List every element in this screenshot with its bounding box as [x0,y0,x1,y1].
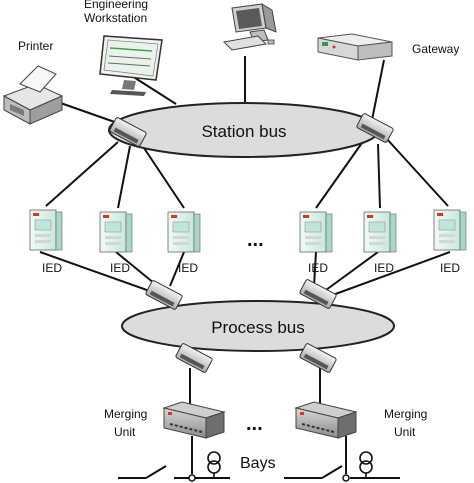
link-ied4-process-sw [313,251,317,287]
bay-node [342,474,350,482]
station-bus-label: Station bus [201,122,286,141]
network-switch-icon [299,343,337,373]
merging-unit-label-left-line2: Unit [114,425,136,439]
process-bus-label: Process bus [211,318,305,337]
merging-unit-label-right-line1: Merging [384,407,427,421]
bays-label: Bays [240,455,276,472]
station-bus: Station bus [108,102,380,158]
ied-label: IED [42,261,62,275]
circuit-breaker-icon [145,465,167,479]
ied-label: IED [440,261,460,275]
link-ied5-process-sw [325,251,379,291]
merging-unit-label-left-line1: Merging [104,407,147,421]
ied-relay-icon [99,211,133,253]
network-switch-icon [175,343,213,373]
connection-lines [39,56,451,474]
link-sw-left-ied1 [45,141,119,207]
workstation-icon [99,35,163,96]
circuit-breaker-icon [321,465,343,479]
ied-relay-icon [29,209,63,251]
link-sw-right-ied4 [315,139,365,209]
process-bus: Process bus [121,300,395,352]
ied-ellipsis: ... [247,229,264,251]
merging-unit-ellipsis: ... [246,413,263,435]
link-sw-left-ied2 [117,145,131,209]
printer-label: Printer [18,39,53,53]
link-ied1-process-sw [39,251,159,295]
network-switch-icon [299,279,337,309]
link-ied6-process-sw [329,251,451,297]
network-switch-icon [145,280,183,310]
engineering-workstation-label-line2: Workstation [84,11,147,25]
ied-label: IED [374,261,394,275]
link-sw-right-ied5 [377,143,381,209]
network-switch-icon [356,113,394,143]
current-transformer-icon [359,451,373,478]
ied-relay-icon [167,211,201,253]
ied-label: IED [110,261,130,275]
merging-unit-icon [294,401,358,439]
gateway-label: Gateway [412,42,459,56]
merging-unit-icon [162,401,226,439]
link-sw-right-ied6 [385,137,449,207]
ied-relay-icon [363,211,397,253]
current-transformer-icon [207,451,221,478]
bay-node [188,474,196,482]
link-ied3-process-sw [169,251,185,287]
ied-label: IED [178,261,198,275]
link-sw-left-ied3 [139,141,185,209]
desktop-computer-icon [222,3,277,51]
network-switch-icon [109,117,147,147]
merging-unit-label-right-line2: Unit [394,425,416,439]
ied-relay-icon [433,209,467,251]
gateway-icon [317,33,393,61]
ied-relay-icon [299,211,333,253]
printer-icon [2,65,64,125]
ied-label: IED [308,261,328,275]
link-gateway-switch [371,59,385,121]
engineering-workstation-label-line1: Engineering [84,0,148,11]
link-workstation-bus [131,75,177,105]
